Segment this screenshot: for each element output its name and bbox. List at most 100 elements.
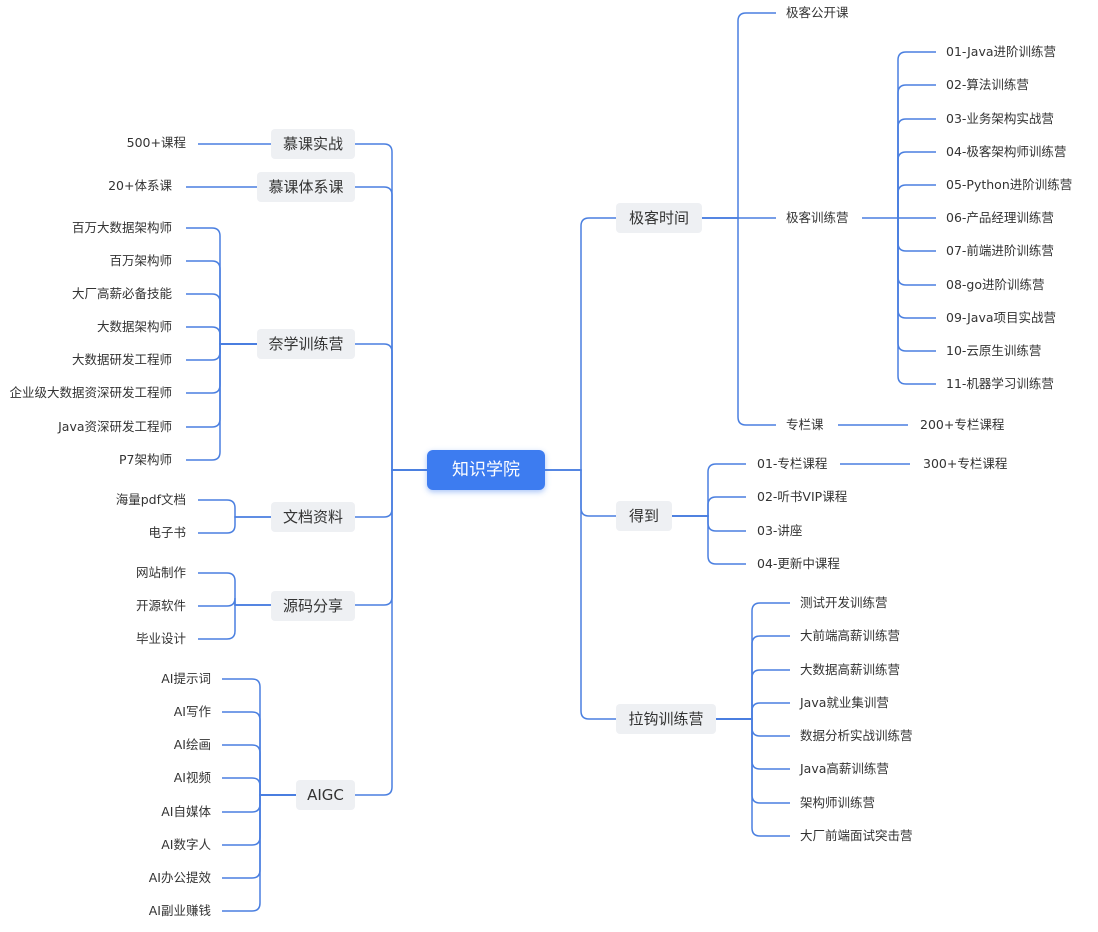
link-root-left-3 bbox=[355, 469, 427, 518]
link-root-left-4 bbox=[355, 469, 427, 606]
leaf-doc-pdf[interactable]: 海量pdf文档 bbox=[115, 492, 186, 507]
link-aigc-3 bbox=[222, 777, 296, 796]
leaf-ai-sidejob[interactable]: AI副业赚钱 bbox=[148, 903, 211, 918]
link-source-1 bbox=[198, 597, 271, 607]
geek-column[interactable]: 专栏课 bbox=[786, 417, 824, 432]
leaf-ai-avatar[interactable]: AI数字人 bbox=[161, 837, 211, 852]
link-root-left-1 bbox=[355, 186, 427, 471]
leaf-naixue-1[interactable]: 百万大数据架构师 bbox=[71, 220, 172, 235]
link-lagou-7 bbox=[716, 718, 790, 837]
link-dedao-2 bbox=[672, 515, 746, 532]
link-geek-camp-0 bbox=[897, 51, 936, 218]
leaf-naixue-4[interactable]: 大数据架构师 bbox=[96, 319, 172, 334]
leaf-ai-prompt[interactable]: AI提示词 bbox=[161, 671, 211, 686]
leaf-naixue-2[interactable]: 百万架构师 bbox=[109, 253, 172, 268]
link-lagou-5 bbox=[716, 718, 790, 770]
link-lagou-4 bbox=[716, 718, 790, 737]
geek-open-course[interactable]: 极客公开课 bbox=[786, 5, 849, 20]
link-geek-camp-8 bbox=[897, 218, 936, 319]
leaf-ai-video[interactable]: AI视频 bbox=[173, 770, 211, 785]
geek-camp-2[interactable]: 02-算法训练营 bbox=[946, 77, 1029, 92]
leaf-naixue-5[interactable]: 大数据研发工程师 bbox=[71, 352, 172, 367]
lagou-5[interactable]: 数据分析实战训练营 bbox=[800, 728, 913, 743]
geek-camp-9[interactable]: 09-Java项目实战营 bbox=[946, 310, 1057, 325]
lagou-8[interactable]: 大厂前端面试突击营 bbox=[800, 828, 913, 843]
leaf-src-opensource[interactable]: 开源软件 bbox=[135, 598, 186, 613]
link-docs-0 bbox=[198, 499, 271, 518]
link-lagou-3 bbox=[716, 702, 790, 720]
link-docs-1 bbox=[198, 516, 271, 534]
geek-camp-11[interactable]: 11-机器学习训练营 bbox=[946, 376, 1054, 391]
link-geek-2 bbox=[702, 217, 776, 426]
lagou-6[interactable]: Java高薪训练营 bbox=[800, 761, 889, 776]
geek-camp-7[interactable]: 07-前端进阶训练营 bbox=[946, 243, 1054, 258]
link-root-left-2 bbox=[355, 343, 427, 471]
geek-camp-6[interactable]: 06-产品经理训练营 bbox=[946, 210, 1054, 225]
leaf-mooc-500[interactable]: 500+课程 bbox=[126, 135, 186, 150]
branch-mooc-system[interactable]: 慕课体系课 bbox=[257, 172, 355, 202]
dedao-column-300[interactable]: 300+专栏课程 bbox=[923, 456, 1008, 471]
leaf-naixue-3[interactable]: 大厂高薪必备技能 bbox=[71, 286, 172, 301]
link-geek-camp-3 bbox=[897, 151, 936, 218]
link-naixue-1 bbox=[186, 260, 257, 345]
branch-source-code[interactable]: 源码分享 bbox=[271, 591, 355, 621]
link-lagou-0 bbox=[716, 602, 790, 720]
geek-camp-10[interactable]: 10-云原生训练营 bbox=[946, 343, 1042, 358]
lagou-4[interactable]: Java就业集训营 bbox=[800, 695, 889, 710]
lagou-7[interactable]: 架构师训练营 bbox=[800, 795, 876, 810]
link-dedao-1 bbox=[672, 496, 746, 517]
branch-aigc[interactable]: AIGC bbox=[296, 780, 355, 810]
leaf-src-graduation[interactable]: 毕业设计 bbox=[135, 631, 186, 646]
link-aigc-5 bbox=[222, 794, 296, 846]
link-aigc-7 bbox=[222, 794, 296, 912]
branch-lagou[interactable]: 拉钩训练营 bbox=[616, 704, 716, 734]
geek-bootcamp[interactable]: 极客训练营 bbox=[786, 210, 849, 225]
leaf-src-website[interactable]: 网站制作 bbox=[135, 565, 186, 580]
leaf-ai-painting[interactable]: AI绘画 bbox=[173, 737, 211, 752]
branch-naixue[interactable]: 奈学训练营 bbox=[257, 329, 355, 359]
link-naixue-0 bbox=[186, 227, 257, 345]
link-root-right-2 bbox=[545, 469, 616, 720]
dedao-updating[interactable]: 04-更新中课程 bbox=[757, 556, 840, 571]
link-naixue-4 bbox=[186, 343, 257, 361]
leaf-naixue-6[interactable]: 企业级大数据资深研发工程师 bbox=[9, 385, 172, 400]
branch-geektime[interactable]: 极客时间 bbox=[616, 203, 702, 233]
branch-documents[interactable]: 文档资料 bbox=[271, 502, 355, 532]
link-source-0 bbox=[198, 572, 271, 606]
link-lagou-2 bbox=[716, 669, 790, 720]
geek-camp-8[interactable]: 08-go进阶训练营 bbox=[946, 277, 1045, 292]
branch-dedao[interactable]: 得到 bbox=[616, 501, 672, 531]
dedao-lecture[interactable]: 03-讲座 bbox=[757, 523, 803, 538]
geek-camp-3[interactable]: 03-业务架构实战营 bbox=[946, 111, 1054, 126]
leaf-naixue-8[interactable]: P7架构师 bbox=[119, 452, 172, 467]
leaf-ai-writing[interactable]: AI写作 bbox=[173, 704, 211, 719]
leaf-naixue-7[interactable]: Java资深研发工程师 bbox=[58, 419, 172, 434]
link-aigc-2 bbox=[222, 744, 296, 796]
link-geek-0 bbox=[702, 12, 776, 219]
link-geek-camp-6 bbox=[897, 218, 936, 252]
link-naixue-3 bbox=[186, 326, 257, 345]
leaf-ai-media[interactable]: AI自媒体 bbox=[161, 804, 211, 819]
leaf-ai-office[interactable]: AI办公提效 bbox=[148, 870, 211, 885]
geek-camp-4[interactable]: 04-极客架构师训练营 bbox=[946, 144, 1067, 159]
link-geek-camp-1 bbox=[897, 84, 936, 218]
geek-column-200[interactable]: 200+专栏课程 bbox=[920, 417, 1005, 432]
link-geek-camp-4 bbox=[897, 184, 936, 218]
leaf-mooc-20[interactable]: 20+体系课 bbox=[108, 178, 172, 193]
lagou-2[interactable]: 大前端高薪训练营 bbox=[800, 628, 901, 643]
link-lagou-1 bbox=[716, 635, 790, 720]
link-naixue-7 bbox=[186, 343, 257, 461]
geek-camp-5[interactable]: 05-Python进阶训练营 bbox=[946, 177, 1073, 192]
geek-camp-1[interactable]: 01-Java进阶训练营 bbox=[946, 44, 1057, 59]
leaf-doc-ebook[interactable]: 电子书 bbox=[148, 525, 186, 540]
lagou-1[interactable]: 测试开发训练营 bbox=[800, 595, 888, 610]
dedao-column[interactable]: 01-专栏课程 bbox=[757, 456, 828, 471]
link-dedao-3 bbox=[672, 515, 746, 565]
dedao-audiobook[interactable]: 02-听书VIP课程 bbox=[757, 489, 848, 504]
link-aigc-1 bbox=[222, 711, 296, 796]
link-geek-camp-2 bbox=[897, 118, 936, 218]
branch-mooc-practice[interactable]: 慕课实战 bbox=[271, 129, 355, 159]
lagou-3[interactable]: 大数据高薪训练营 bbox=[800, 662, 901, 677]
root-node[interactable]: 知识学院 bbox=[427, 450, 545, 490]
